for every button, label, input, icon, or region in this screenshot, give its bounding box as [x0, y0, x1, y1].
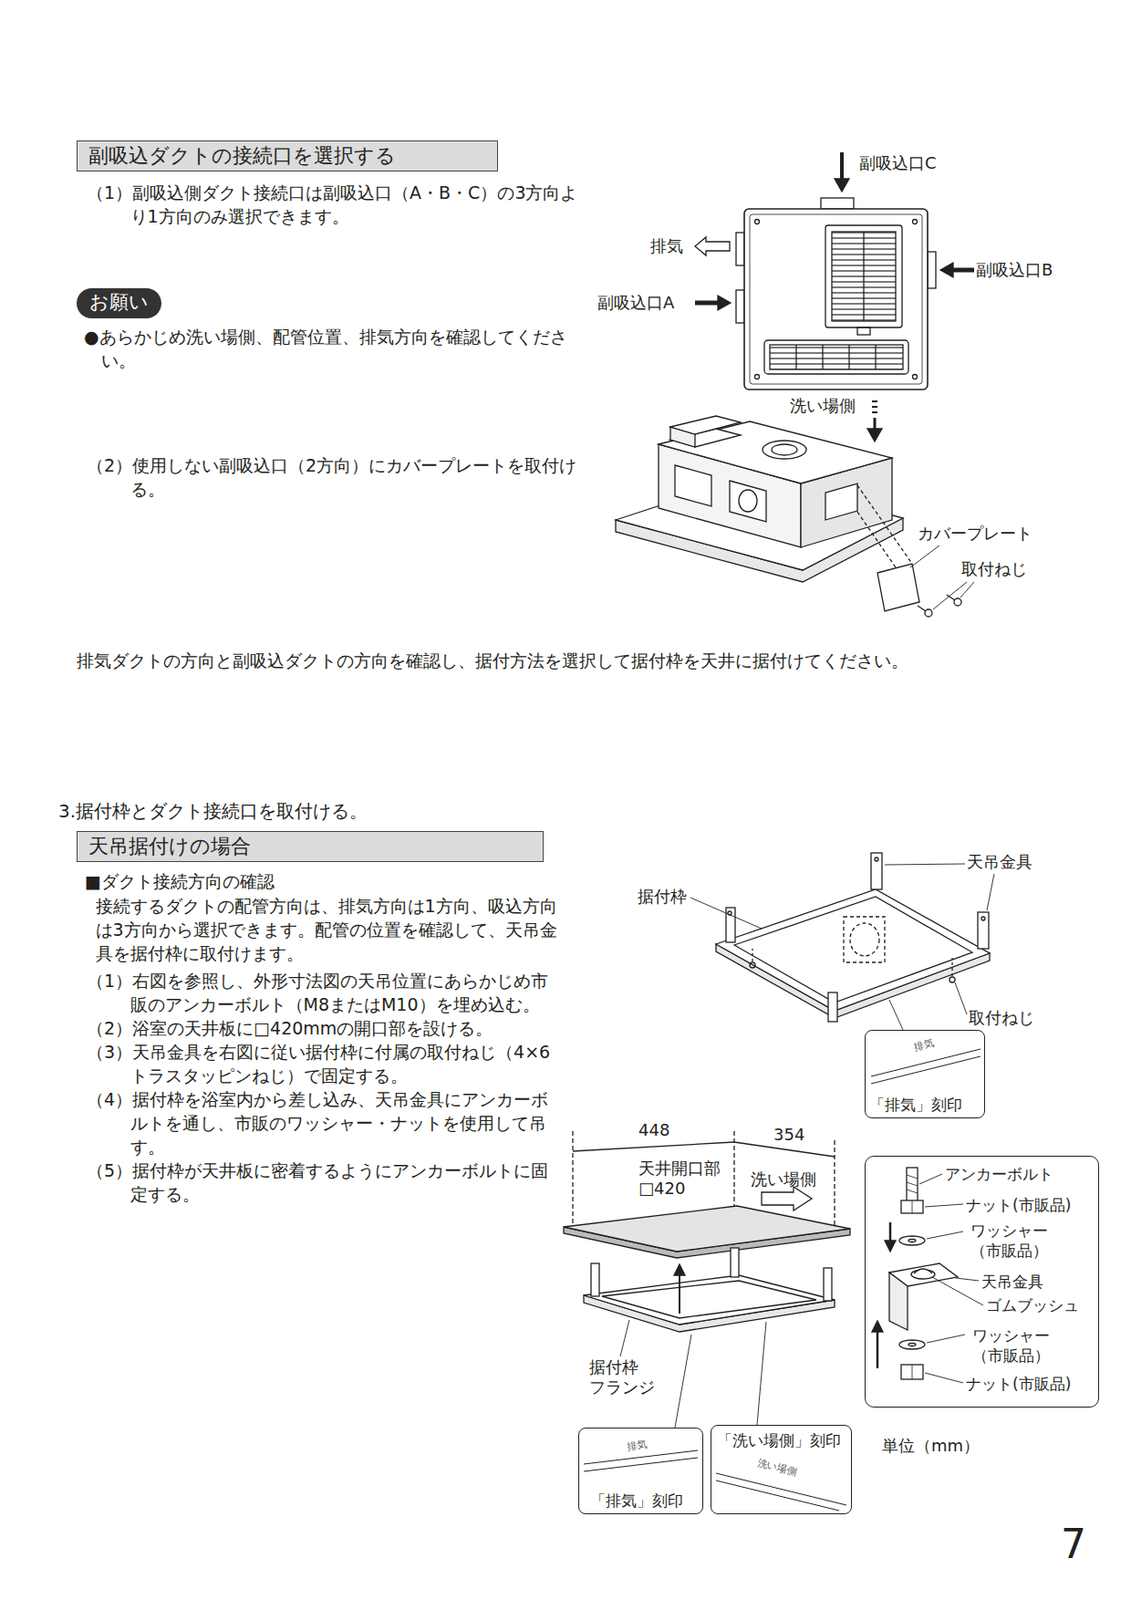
instruction-text: （2）使用しない副吸込口（2方向）にカバープレートを取付ける。 [86, 453, 592, 501]
part-label: 据付枠 フランジ [589, 1357, 663, 1398]
part-label: カバープレート [917, 523, 1033, 544]
part-label: ゴムブッシュ [985, 1295, 1080, 1316]
port-label: 副吸込口B [975, 259, 1053, 281]
part-label: 天吊金具 [966, 851, 1033, 872]
part-label: ナット(市販品) [965, 1194, 1071, 1215]
engraved-mark: 排気 [913, 1037, 935, 1054]
instruction-text: 排気ダクトの方向と副吸込ダクトの方向を確認し、据付方法を選択して据付枠を天井に据… [76, 648, 909, 673]
heading-text: 天吊据付けの場合 [88, 834, 532, 859]
part-label: 「排気」刻印 [869, 1094, 963, 1115]
step-heading: 3.据付枠とダクト接続口を取付ける。 [58, 798, 368, 823]
part-label: ナット(市販品) [965, 1373, 1071, 1394]
stamp-callout: 「洗い場側」刻印洗い場側 [710, 1424, 852, 1515]
part-label: 天吊金具 [981, 1271, 1044, 1292]
dimension-label: 448 [638, 1120, 670, 1141]
part-label: アンカーボルト [944, 1163, 1054, 1184]
section-heading-band: 天吊据付けの場合 [76, 830, 544, 862]
stamp-callout: 排気「排気」刻印 [864, 1029, 986, 1119]
port-label: 副吸込口A [597, 292, 675, 313]
note-text: ●あらかじめ洗い場側、配管位置、排気方向を確認してください。 [83, 324, 576, 373]
instruction-text: （1）副吸込側ダクト接続口は副吸込口（A・B・C）の3方向より1方向のみ選択でき… [86, 180, 592, 229]
part-label: 「洗い場側」刻印 [716, 1430, 841, 1451]
sub-heading: ■ダクト接続方向の確認 [84, 869, 275, 893]
instruction-text: 接続するダクトの配管方向は、排気方向は1方向、吸込方向は3方向から選択できます。… [86, 893, 566, 965]
stamp-callout: 排気「排気」刻印 [578, 1427, 704, 1515]
engraved-mark: 洗い場側 [756, 1456, 799, 1478]
part-label: ワッシャー （市販品） [965, 1220, 1053, 1261]
heading-text: 副吸込ダクトの接続口を選択する [88, 144, 487, 168]
instruction-text: （1）右図を参照し、外形寸法図の天吊位置にあらかじめ市販のアンカーボルト（M8ま… [86, 968, 566, 1017]
port-label: 副吸込口C [859, 153, 937, 174]
direction-label: 洗い場側 [789, 395, 856, 416]
instruction-column: 接続するダクトの配管方向は、排気方向は1方向、吸込方向は3方向から選択できます。… [86, 893, 566, 1206]
page-number: 7 [1060, 1521, 1087, 1567]
part-label: 据付枠 [637, 886, 687, 907]
instruction-text: （2）浴室の天井板に□420mmの開口部を設ける。 [86, 1016, 566, 1040]
instruction-text: （5）据付枠が天井板に密着するようにアンカーボルトに固定する。 [86, 1158, 566, 1206]
engraved-mark: 排気 [626, 1438, 649, 1453]
dimension-label: 天井開口部 □420 [638, 1158, 730, 1199]
unit-note: 単位（mm） [881, 1435, 980, 1456]
instruction-text: （3）天吊金具を右図に従い据付枠に付属の取付ねじ（4×6 トラスタッピンねじ）で… [86, 1039, 566, 1088]
part-label: ワッシャー （市販品） [967, 1325, 1055, 1366]
instruction-text: （4）据付枠を浴室内から差し込み、天吊金具にアンカーボルトを通し、市販のワッシャ… [86, 1087, 566, 1159]
notice-badge: お願い [76, 288, 162, 319]
direction-label: 洗い場側 [750, 1169, 817, 1190]
port-label: 排気 [650, 236, 684, 257]
part-label: 取付ねじ [961, 559, 1028, 580]
part-label: 「排気」刻印 [590, 1490, 684, 1511]
hardware-detail-box: アンカーボルトナット(市販品)ワッシャー （市販品）天吊金具ゴムブッシュワッシャ… [864, 1155, 1100, 1408]
dimension-label: 354 [773, 1124, 805, 1145]
heading-text: お願い [89, 290, 149, 315]
part-label: 取付ねじ [968, 1007, 1035, 1028]
section-heading-band: 副吸込ダクトの接続口を選択する [76, 140, 499, 172]
